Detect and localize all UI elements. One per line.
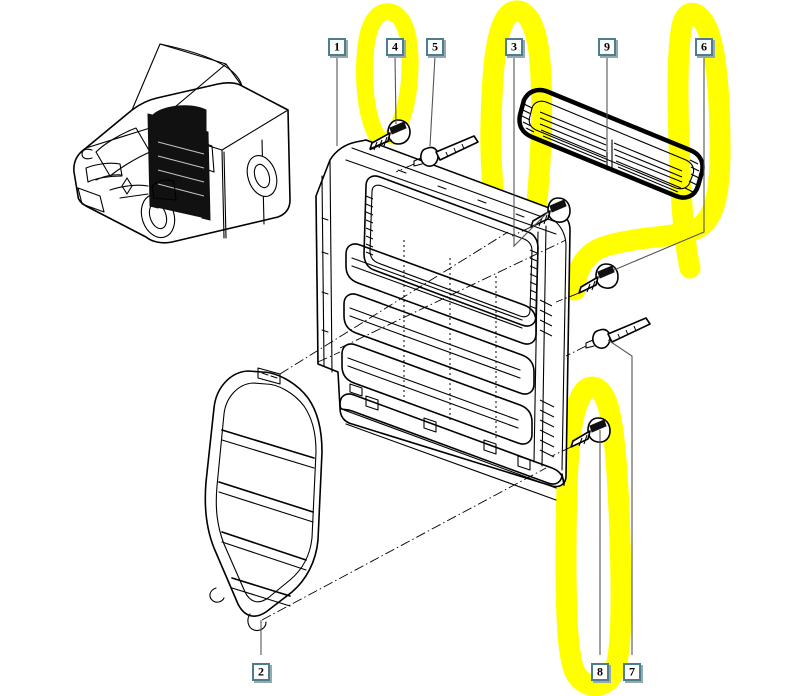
assembly-lines xyxy=(261,139,587,621)
gasket-frame xyxy=(204,367,323,632)
callout-9[interactable]: 9 xyxy=(598,38,616,56)
screw-upper-left xyxy=(369,119,411,151)
bolt-lower-right xyxy=(585,317,651,349)
callout-8-label: 8 xyxy=(597,664,603,679)
callout-5-label: 5 xyxy=(432,39,438,54)
callout-5[interactable]: 5 xyxy=(426,38,444,56)
callout-2-label: 2 xyxy=(258,664,264,679)
callout-7[interactable]: 7 xyxy=(623,663,641,681)
callout-6[interactable]: 6 xyxy=(695,38,713,56)
callout-7-label: 7 xyxy=(629,664,635,679)
callout-8[interactable]: 8 xyxy=(591,663,609,681)
window-glass-panel xyxy=(517,87,705,200)
bulkhead-panel xyxy=(315,139,571,501)
callout-1-label: 1 xyxy=(334,39,340,54)
callout-3-label: 3 xyxy=(511,39,517,54)
callout-6-label: 6 xyxy=(701,39,707,54)
callout-4-label: 4 xyxy=(392,39,398,54)
van-bulkhead-highlight xyxy=(147,105,211,221)
callout-1[interactable]: 1 xyxy=(328,38,346,56)
callout-3[interactable]: 3 xyxy=(505,38,523,56)
screw-lower-right xyxy=(570,417,611,448)
callout-9-label: 9 xyxy=(604,39,610,54)
van-illustration xyxy=(73,43,291,244)
callout-2[interactable]: 2 xyxy=(252,663,270,681)
leader-lines xyxy=(260,55,705,655)
bolt-upper-left xyxy=(413,135,479,167)
callout-4[interactable]: 4 xyxy=(386,38,404,56)
